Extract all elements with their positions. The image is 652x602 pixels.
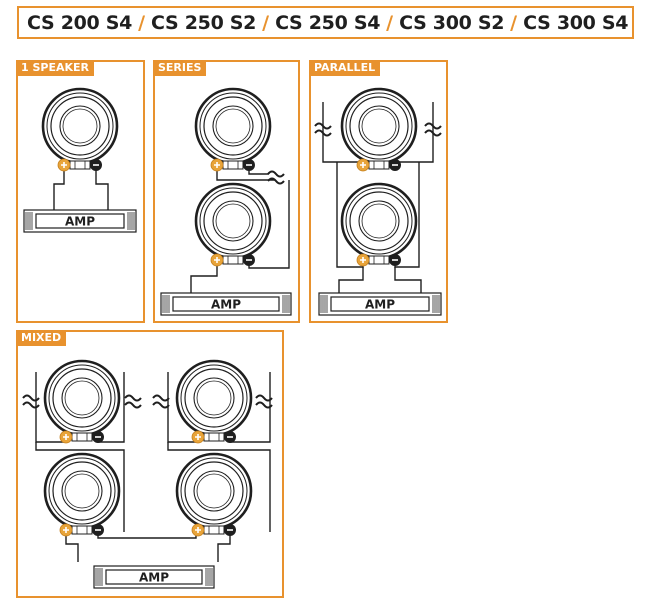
model-header: CS 200 S4 / CS 250 S2 / CS 250 S4 / CS 3… xyxy=(17,6,634,39)
plus-terminal-icon xyxy=(210,158,224,172)
model-separator: / xyxy=(386,11,394,34)
wire-break-icon xyxy=(255,394,273,409)
panel-label: SERIES xyxy=(153,60,207,76)
minus-terminal-icon xyxy=(243,159,255,171)
amp-label: AMP xyxy=(365,298,395,312)
model-name: CS 250 S2 xyxy=(151,11,257,34)
speaker-icon xyxy=(194,87,272,170)
speaker-icon xyxy=(175,452,253,535)
wire-break-icon xyxy=(22,394,40,409)
panel-label: MIXED xyxy=(16,330,67,346)
wire-break-icon xyxy=(424,122,442,137)
panel-mixed: MIXED AMP xyxy=(16,330,284,598)
amplifier-icon: AMP xyxy=(93,565,215,589)
wire-break-icon xyxy=(124,394,142,409)
amplifier-icon: AMP xyxy=(160,292,292,316)
model-name: CS 300 S2 xyxy=(399,11,505,34)
plus-terminal-icon xyxy=(59,430,73,444)
wire xyxy=(338,267,364,294)
minus-terminal-icon xyxy=(224,524,236,536)
wire xyxy=(97,530,197,539)
wiring-diagram-parallel: AMP xyxy=(314,87,442,316)
plus-terminal-icon xyxy=(356,158,370,172)
speaker-icon xyxy=(43,452,121,535)
model-name: CS 300 S4 xyxy=(523,11,629,34)
model-name: CS 200 S4 xyxy=(27,11,133,34)
wire-break-icon xyxy=(314,122,332,137)
wire-break-icon xyxy=(267,170,285,185)
model-separator: / xyxy=(262,11,270,34)
speaker-icon xyxy=(43,359,121,442)
amp-label: AMP xyxy=(65,215,95,229)
minus-terminal-icon xyxy=(90,159,102,171)
minus-terminal-icon xyxy=(389,254,401,266)
wire xyxy=(217,530,231,562)
minus-terminal-icon xyxy=(389,159,401,171)
minus-terminal-icon xyxy=(224,431,236,443)
amplifier-icon: AMP xyxy=(23,209,137,233)
amp-label: AMP xyxy=(139,571,169,585)
plus-terminal-icon xyxy=(191,430,205,444)
model-name: CS 250 S4 xyxy=(275,11,381,34)
panel-label: 1 SPEAKER xyxy=(16,60,95,76)
minus-terminal-icon xyxy=(243,254,255,266)
minus-terminal-icon xyxy=(92,431,104,443)
amplifier-icon: AMP xyxy=(318,292,442,316)
wire xyxy=(394,267,422,294)
plus-terminal-icon xyxy=(59,523,73,537)
wiring-diagram-series: AMP xyxy=(160,87,292,316)
wire xyxy=(167,442,271,532)
speaker-icon xyxy=(340,182,418,265)
amp-label: AMP xyxy=(211,298,241,312)
panel-label: PARALLEL xyxy=(309,60,381,76)
wire xyxy=(190,260,218,294)
speaker-icon xyxy=(194,182,272,265)
wire xyxy=(35,442,125,532)
wire-break-icon xyxy=(152,394,170,409)
wire xyxy=(95,165,109,212)
panel-parallel: PARALLEL AMP xyxy=(309,60,448,323)
plus-terminal-icon xyxy=(191,523,205,537)
model-separator: / xyxy=(138,11,146,34)
plus-terminal-icon xyxy=(57,158,71,172)
plus-terminal-icon xyxy=(210,253,224,267)
plus-terminal-icon xyxy=(356,253,370,267)
wiring-diagram-mixed: AMP xyxy=(22,359,273,589)
panel-series: SERIES AMP xyxy=(153,60,300,323)
speaker-icon xyxy=(340,87,418,170)
wiring-diagram-one-speaker: AMP xyxy=(23,87,137,233)
wire xyxy=(53,165,65,212)
wire xyxy=(65,530,79,562)
panel-one-speaker: 1 SPEAKER AMP xyxy=(16,60,145,323)
speaker-icon xyxy=(41,87,119,170)
model-separator: / xyxy=(510,11,518,34)
minus-terminal-icon xyxy=(92,524,104,536)
speaker-icon xyxy=(175,359,253,442)
